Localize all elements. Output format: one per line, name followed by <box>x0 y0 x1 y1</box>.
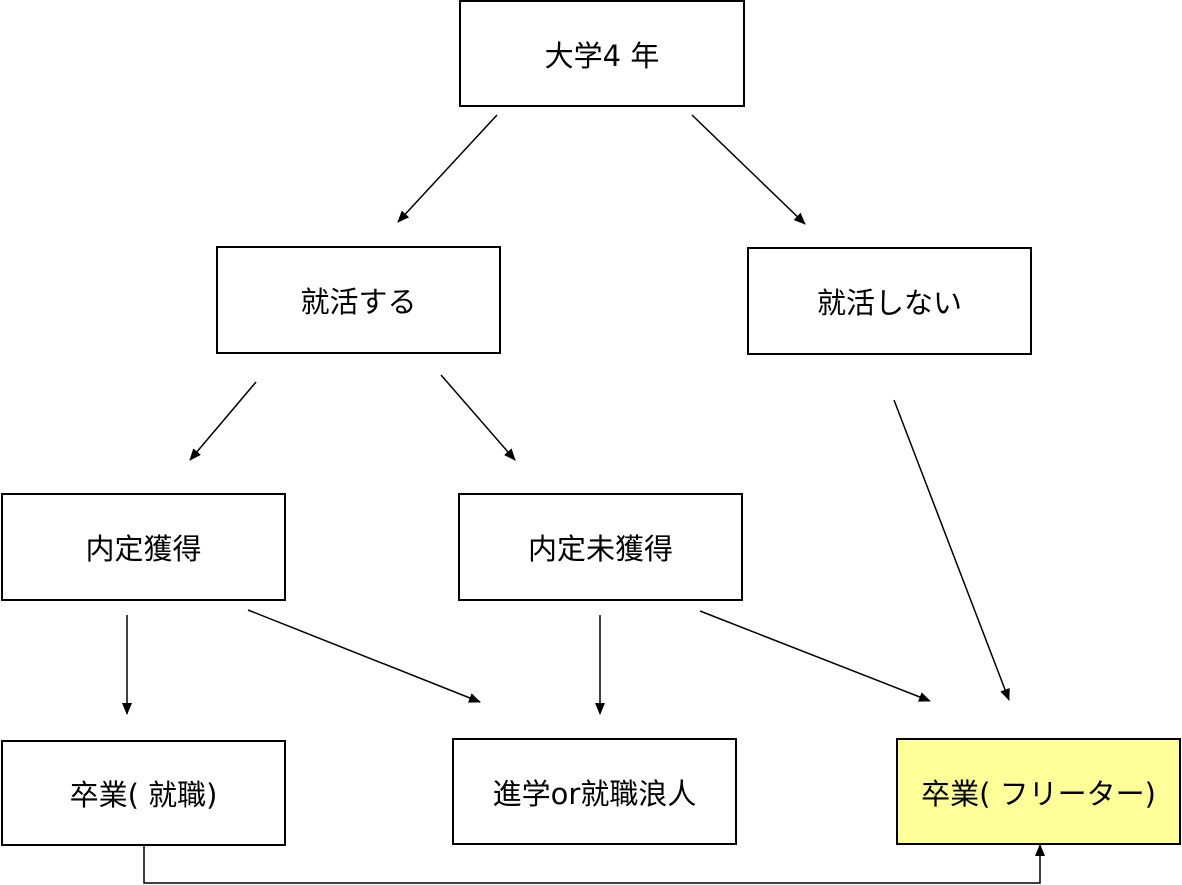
arrow-univ-to-no-job-hunt <box>691 114 806 225</box>
node-no-offer: 内定未獲得 <box>458 493 743 601</box>
node-no-job-hunting: 就活しない <box>747 247 1032 355</box>
arrow-no-job-hunt-to-freeter <box>893 399 1010 701</box>
arrow-job-hunt-to-no-offer <box>440 374 516 461</box>
arrow-job-hunt-to-offer <box>189 381 257 461</box>
arrow-no-offer-to-freeter <box>699 610 931 702</box>
node-graduation-employed: 卒業( 就職) <box>1 740 286 846</box>
node-job-hunting: 就活する <box>216 246 501 354</box>
arrow-employed-to-freeter <box>143 844 1045 884</box>
node-university-4th-year: 大学4 年 <box>459 0 745 107</box>
node-offer-received: 内定獲得 <box>1 493 286 601</box>
arrow-univ-to-job-hunt <box>397 114 498 223</box>
node-graduation-freeter: 卒業( フリーター) <box>896 738 1181 845</box>
arrow-offer-to-further <box>247 609 481 703</box>
node-further-study-or-retry: 進学or就職浪人 <box>452 738 737 845</box>
